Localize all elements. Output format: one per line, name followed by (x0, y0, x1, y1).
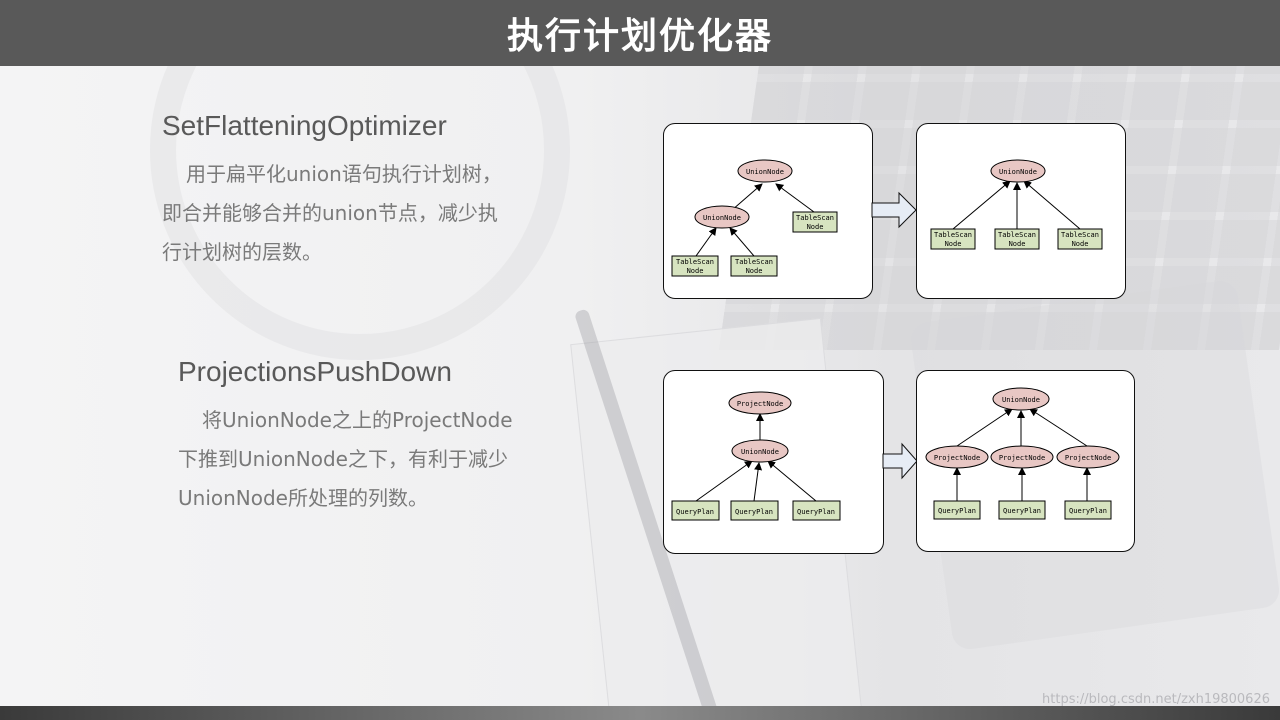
queryplan-node (1064, 500, 1112, 520)
edge (753, 462, 763, 502)
tablescan-node (1057, 228, 1103, 250)
node-label: UnionNode (741, 448, 779, 456)
body-line: 即合并能够合并的union节点，减少执 (162, 201, 498, 225)
diagram-flatten-after: UnionNode TableScan Node TableScan Node … (916, 123, 1126, 299)
node-label: TableScan (934, 231, 972, 239)
footer-bar (0, 706, 1280, 720)
node-label: Node (945, 240, 962, 248)
tablescan-node (930, 228, 976, 250)
union-node-child (694, 205, 750, 229)
node-label: UnionNode (999, 168, 1037, 176)
node-label: QueryPlan (1069, 507, 1107, 515)
project-node (990, 445, 1054, 469)
transform-arrow-icon (882, 442, 918, 480)
project-node (728, 391, 792, 415)
edge (729, 227, 755, 257)
union-node (731, 439, 789, 463)
union-node-root (990, 159, 1046, 183)
node-label: UnionNode (1002, 396, 1040, 404)
node-label: TableScan (1061, 231, 1099, 239)
union-node-root (737, 159, 793, 183)
node-label: TableScan (998, 231, 1036, 239)
tablescan-node (730, 255, 778, 277)
edge (775, 183, 815, 213)
node-label: ProjectNode (737, 400, 783, 408)
transform-arrow-icon (871, 191, 917, 229)
body-line: UnionNode所处理的列数。 (178, 486, 428, 510)
node-label: TableScan (796, 214, 834, 222)
node-label: Node (1072, 240, 1089, 248)
union-node (992, 387, 1050, 411)
project-node (925, 445, 989, 469)
section-body-pushdown: 将UnionNode之上的ProjectNode 下推到UnionNode之下，… (178, 401, 558, 518)
queryplan-node (792, 500, 841, 521)
node-label: UnionNode (746, 168, 784, 176)
node-label: TableScan (676, 258, 714, 266)
node-label: TableScan (735, 258, 773, 266)
node-label: UnionNode (703, 214, 741, 222)
edge (767, 460, 817, 502)
node-label: QueryPlan (938, 507, 976, 515)
tablescan-node (792, 211, 838, 233)
node-label: ProjectNode (999, 454, 1045, 462)
edge (956, 408, 1013, 447)
queryplan-node (730, 500, 779, 521)
queryplan-node (998, 500, 1046, 520)
node-label: QueryPlan (797, 508, 835, 516)
tablescan-node (994, 228, 1040, 250)
node-label: QueryPlan (735, 508, 773, 516)
queryplan-node (671, 500, 720, 521)
page-title: 执行计划优化器 (506, 16, 773, 57)
node-label: Node (687, 267, 704, 275)
queryplan-node (933, 500, 981, 520)
edge (695, 227, 717, 257)
edge (1023, 180, 1081, 230)
node-label: Node (1009, 240, 1026, 248)
node-label: Node (807, 223, 824, 231)
section-heading-flattening: SetFlatteningOptimizer (162, 110, 447, 141)
edge (1029, 408, 1088, 447)
edge (695, 460, 753, 502)
title-bar (0, 0, 1280, 66)
node-label: Node (746, 267, 763, 275)
project-node (1056, 445, 1120, 469)
tablescan-node (671, 255, 719, 277)
node-label: ProjectNode (1065, 454, 1111, 462)
edge (952, 180, 1011, 230)
diagram-flatten-before: UnionNode UnionNode TableScan Node Table… (663, 123, 873, 299)
node-label: QueryPlan (1003, 507, 1041, 515)
body-line: 下推到UnionNode之下，有利于减少 (178, 447, 508, 471)
node-label: ProjectNode (934, 454, 980, 462)
node-label: QueryPlan (676, 508, 714, 516)
diagram-pushdown-before: ProjectNode UnionNode QueryPlan QueryPla… (663, 370, 884, 554)
body-line: 用于扁平化union语句执行计划树， (186, 162, 502, 186)
diagram-pushdown-after: UnionNode ProjectNode ProjectNode Projec… (916, 370, 1135, 552)
body-line: 行计划树的层数。 (162, 240, 322, 264)
section-heading-pushdown: ProjectionsPushDown (178, 356, 452, 387)
watermark-url: https://blog.csdn.net/zxh19800626 (1042, 692, 1270, 707)
body-line: 将UnionNode之上的ProjectNode (202, 408, 513, 432)
section-body-flattening: 用于扁平化union语句执行计划树， 即合并能够合并的union节点，减少执 行… (162, 155, 542, 272)
